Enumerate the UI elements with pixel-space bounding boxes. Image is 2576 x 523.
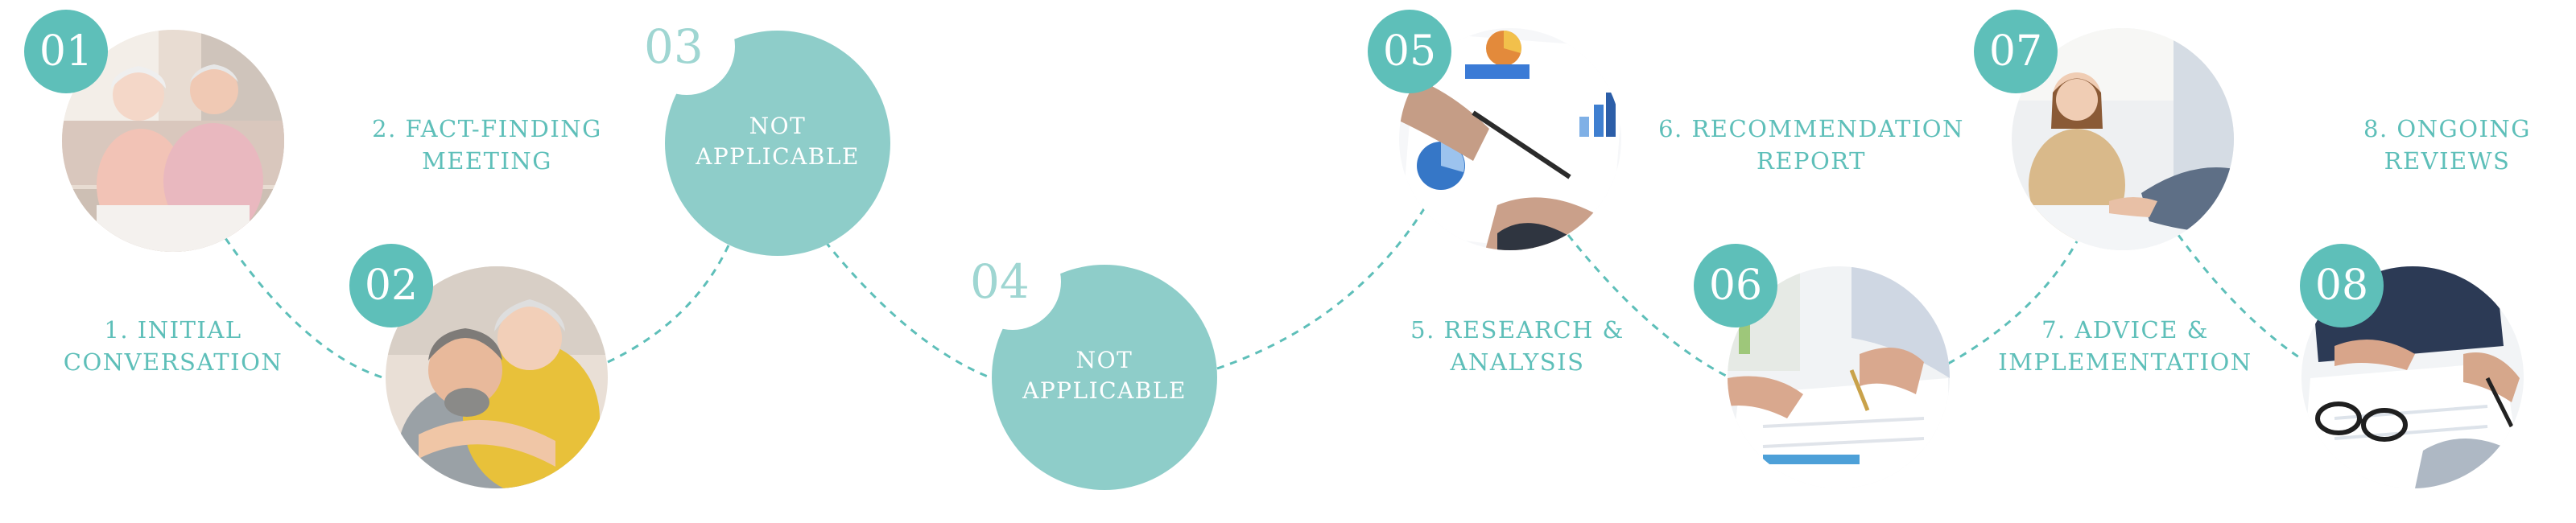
connector-4-5 (1216, 207, 1426, 370)
step-label-07-line2: IMPLEMENTATION (1998, 348, 2252, 376)
connector-3-4 (824, 241, 993, 380)
step-label-08-line1: 8. ONGOING (2363, 115, 2531, 142)
step-number-05: 05 (1368, 10, 1451, 93)
step-label-01-line1: 1. INITIAL (104, 316, 242, 344)
connector-7-8 (2177, 234, 2335, 380)
step-label-05-line1: 5. RESEARCH & (1410, 316, 1624, 344)
step-number-03: 03 (644, 19, 704, 74)
step-number-02: 02 (349, 244, 433, 327)
placeholder-circle-04 (992, 265, 1217, 490)
photo-circle-05 (1399, 28, 1621, 250)
step-label-07: 7. ADVICE & IMPLEMENTATION (1980, 314, 2270, 378)
ghost-notch-04 (964, 233, 1061, 330)
step-label-08-line2: REVIEWS (2384, 147, 2511, 175)
step-label-02: 2. FACT-FINDING MEETING (346, 113, 628, 177)
step-label-07-line1: 7. ADVICE & (2041, 316, 2209, 344)
step-label-01: 1. INITIAL CONVERSATION (32, 314, 314, 378)
connector-2-3 (607, 245, 730, 364)
step-label-08: 8. ONGOING REVIEWS (2306, 113, 2576, 177)
step-label-06: 6. RECOMMENDATION REPORT (1658, 113, 1964, 177)
step-label-03: NOT APPLICABLE (665, 111, 890, 172)
step-number-06: 06 (1694, 244, 1777, 327)
step-number-07: 07 (1974, 10, 2058, 93)
connector-5-6 (1567, 234, 1732, 380)
connector-lines (224, 207, 2335, 380)
step-label-04-line2: APPLICABLE (1022, 377, 1187, 404)
step-label-04: NOT APPLICABLE (992, 345, 1217, 406)
step-number-08: 08 (2300, 244, 2384, 327)
step-label-05: 5. RESEARCH & ANALYSIS (1377, 314, 1658, 378)
step-label-05-line2: ANALYSIS (1450, 348, 1585, 376)
step-label-03-line1: NOT (749, 113, 807, 139)
step-label-01-line2: CONVERSATION (63, 348, 283, 376)
step-label-02-line2: MEETING (422, 147, 552, 175)
step-label-06-line2: REPORT (1757, 147, 1866, 175)
step-label-03-line2: APPLICABLE (696, 143, 860, 170)
connector-1-2 (224, 237, 386, 380)
step-label-06-line1: 6. RECOMMENDATION (1658, 115, 1964, 142)
step-number-04: 04 (970, 254, 1030, 309)
ghost-notch-03 (638, 0, 735, 95)
step-label-02-line1: 2. FACT-FINDING (372, 115, 602, 142)
placeholder-circle-03 (665, 31, 890, 256)
step-number-01: 01 (24, 10, 108, 93)
photo-circle-01 (62, 30, 284, 252)
step-label-04-line1: NOT (1075, 347, 1133, 373)
